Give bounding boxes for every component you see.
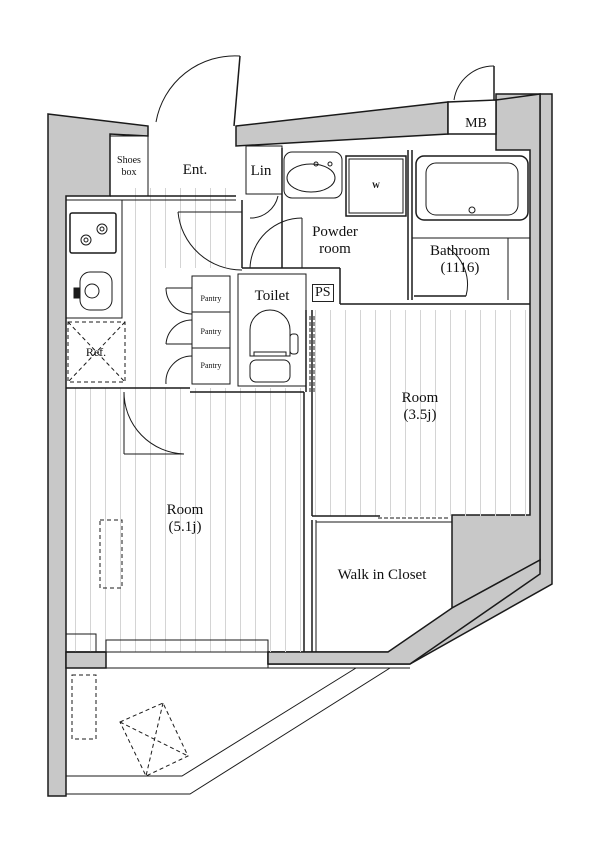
- pipe-space-label: PS: [312, 284, 334, 303]
- interior-walls: [65, 135, 530, 669]
- outdoor-unit-icon: [71, 674, 189, 777]
- walk-in-closet-label: Walk in Closet: [337, 567, 427, 583]
- pantry-label-2: Pantry: [200, 327, 222, 336]
- shoes-box-label: Shoes box: [117, 155, 141, 178]
- toilet-icon: [249, 309, 299, 383]
- room-5-1j-label: Room (5.1j): [166, 502, 204, 536]
- pantry-label-3: Pantry: [200, 361, 222, 370]
- entrance-label: Ent.: [182, 162, 208, 178]
- exterior-walls: [47, 93, 553, 797]
- washbasin-icon: [283, 151, 343, 199]
- washer-icon: [345, 155, 407, 217]
- meter-box-label: MB: [465, 116, 487, 131]
- doors: [123, 55, 495, 455]
- refrigerator-label: Ref.: [85, 345, 107, 359]
- toilet-label: Toilet: [254, 288, 290, 304]
- sliding-doors: [309, 316, 448, 523]
- balcony: [66, 667, 410, 795]
- washer-label: W: [372, 181, 380, 190]
- room-3-5j-label: Room (3.5j): [401, 390, 439, 424]
- pantry-label-1: Pantry: [200, 294, 222, 303]
- aircon-icon: [99, 519, 123, 589]
- linen-closet-label: Lin: [250, 163, 272, 179]
- kitchen-sink-icon: [73, 271, 113, 311]
- bathtub-icon: [415, 155, 529, 221]
- bathroom-label: Bathroom (1116): [430, 243, 490, 277]
- stove-icon: [69, 212, 117, 254]
- floors: [66, 188, 530, 652]
- powder-room-label: Powder room: [312, 224, 358, 258]
